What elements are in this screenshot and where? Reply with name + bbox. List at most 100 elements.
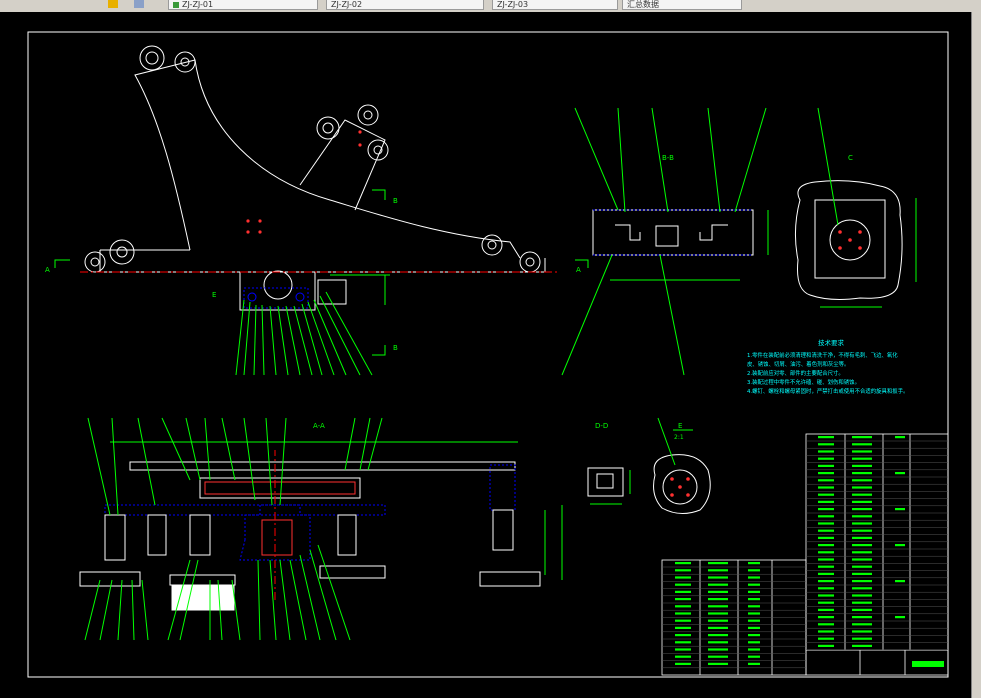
dd-view	[587, 467, 631, 505]
parts-cell-mark	[708, 590, 728, 593]
parts-cell-mark	[818, 551, 834, 554]
parts-cell-mark	[748, 634, 760, 637]
bb-section-title: B-B	[662, 154, 674, 162]
parts-cell-mark	[748, 598, 760, 601]
parts-cell-mark	[818, 522, 834, 525]
section-label-b-top: B	[393, 197, 398, 205]
tech-req-line-1: 1.零件在装配前必须清理和清洗干净，不得有毛刺、飞边、氧化	[747, 351, 898, 359]
parts-cell-mark	[818, 508, 834, 511]
parts-cell-mark	[818, 558, 834, 561]
parts-cell-mark	[818, 544, 834, 547]
parts-cell-mark	[852, 580, 872, 583]
parts-cell-mark	[708, 598, 728, 601]
tab-drawing-3[interactable]: ZJ-ZJ-03	[492, 0, 618, 10]
tab-drawing-1[interactable]: ZJ-ZJ-01	[168, 0, 318, 10]
parts-cell-mark	[818, 630, 834, 633]
parts-cell-mark	[675, 569, 691, 572]
parts-cell-mark	[748, 648, 760, 651]
vertical-scrollbar[interactable]	[971, 12, 981, 698]
parts-cell-mark	[852, 472, 872, 475]
section-label-e: E	[212, 291, 216, 299]
toolbar-folder-icon[interactable]	[108, 0, 118, 8]
parts-cell-mark	[675, 655, 691, 658]
parts-cell-mark	[852, 594, 872, 597]
parts-cell-mark	[818, 594, 834, 597]
cad-drawing-canvas[interactable]: A A B B E B-B C 技	[0, 12, 971, 698]
parts-cell-mark	[675, 619, 691, 622]
bb-section-view	[592, 209, 769, 281]
section-label-b-bottom: B	[393, 344, 398, 352]
parts-cell-mark	[708, 641, 728, 644]
parts-cell-mark	[748, 619, 760, 622]
parts-cell-mark	[818, 580, 834, 583]
parts-cell-mark	[818, 515, 834, 518]
parts-cell-mark	[852, 493, 872, 496]
parts-cell-mark	[675, 590, 691, 593]
section-label-a-right: A	[576, 266, 581, 274]
parts-cell-mark	[852, 637, 872, 640]
aa-section-view	[79, 441, 563, 611]
parts-cell-mark	[818, 443, 834, 446]
c-view-title: C	[848, 154, 853, 162]
parts-cell-mark	[852, 616, 872, 619]
parts-cell-mark	[818, 486, 834, 489]
parts-cell-mark	[708, 634, 728, 637]
parts-cell-mark	[852, 544, 872, 547]
parts-cell-mark	[852, 601, 872, 604]
parts-cell-mark	[675, 612, 691, 615]
parts-cell-mark	[748, 641, 760, 644]
parts-cell-mark	[852, 457, 872, 460]
parts-cell-mark	[852, 608, 872, 611]
parts-cell-mark	[748, 583, 760, 586]
parts-cell-mark	[675, 562, 691, 565]
toolbar-cube-icon[interactable]	[134, 0, 144, 8]
parts-cell-mark	[852, 479, 872, 482]
parts-cell-mark	[708, 626, 728, 629]
section-marks	[54, 189, 589, 356]
parts-cell-mark	[675, 605, 691, 608]
drawing-file-icon	[173, 1, 179, 8]
parts-cell-mark	[852, 443, 872, 446]
parts-cell-mark	[852, 529, 872, 532]
section-label-a-left: A	[45, 266, 50, 274]
parts-cell-mark	[895, 508, 905, 511]
parts-cell-mark	[675, 634, 691, 637]
parts-cell-mark	[675, 583, 691, 586]
parts-cell-mark	[852, 500, 872, 503]
parts-cell-mark	[675, 576, 691, 579]
parts-cell-mark	[852, 587, 872, 590]
parts-cell-mark	[818, 500, 834, 503]
main-view	[84, 45, 546, 311]
parts-cell-mark	[675, 641, 691, 644]
parts-cell-mark	[895, 544, 905, 547]
tech-req-line-5: 4.螺钉、螺栓和螺母紧固时，严禁打击或使用不合适的旋具和扳手。	[747, 387, 908, 395]
tech-req-title: 技术要求	[818, 338, 845, 347]
aa-section-title: A-A	[313, 422, 325, 430]
tech-req-line-2: 皮、锈蚀、切屑、油污、着色剂和灰尘等。	[747, 360, 849, 368]
parts-cell-mark	[708, 648, 728, 651]
parts-cell-mark	[852, 558, 872, 561]
parts-cell-mark	[748, 562, 760, 565]
parts-cell-mark	[852, 536, 872, 539]
parts-cell-mark	[748, 576, 760, 579]
parts-cell-mark	[852, 515, 872, 518]
parts-cell-mark	[818, 464, 834, 467]
parts-cell-mark	[818, 479, 834, 482]
parts-cell-mark	[818, 644, 834, 647]
tab-drawing-2[interactable]: ZJ-ZJ-02	[326, 0, 484, 10]
parts-cell-mark	[818, 623, 834, 626]
main-hidden-lines	[243, 287, 309, 309]
technical-requirements: 技术要求 1.零件在装配前必须清理和清洗干净，不得有毛刺、飞边、氧化 皮、锈蚀、…	[747, 338, 908, 395]
parts-cell-mark	[818, 529, 834, 532]
leader-lines-bb	[561, 107, 767, 376]
c-view	[794, 107, 917, 308]
parts-cell-mark	[818, 572, 834, 575]
tab-summary[interactable]: 汇总数据	[622, 0, 742, 10]
parts-cell-mark	[895, 580, 905, 583]
hole-marks	[246, 130, 362, 234]
drawing-title-cell	[912, 661, 944, 667]
drawing-border	[27, 31, 949, 678]
parts-cell-mark	[852, 623, 872, 626]
parts-cell-mark	[708, 655, 728, 658]
parts-cell-mark	[748, 569, 760, 572]
